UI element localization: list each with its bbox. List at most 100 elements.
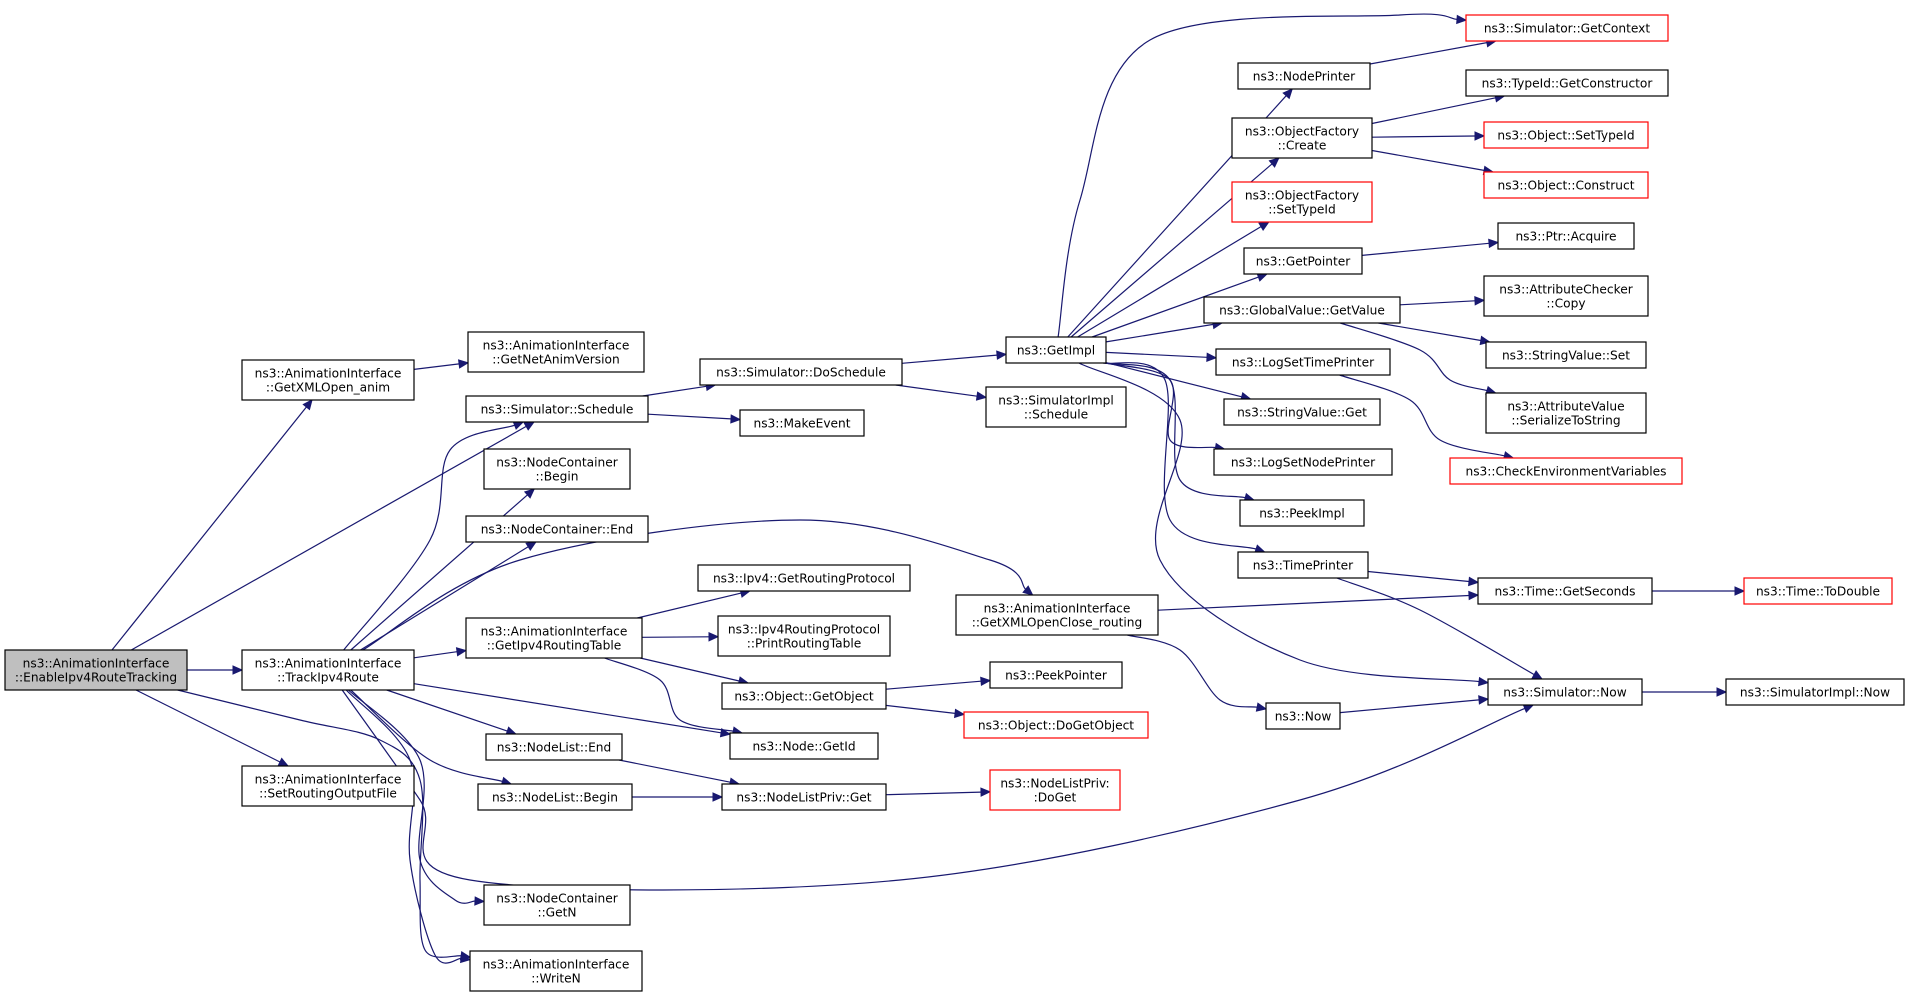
node-label: ns3::NodeList::End	[497, 741, 612, 755]
edge-line	[642, 385, 707, 397]
node-box	[477, 783, 633, 811]
node-stringvalue-get[interactable]: ns3::StringValue::Get	[1223, 398, 1381, 426]
node-nc-begin[interactable]: ns3::NodeContainer::Begin	[483, 448, 631, 490]
edge-getxmlopenclose_routing-to-time_getseconds	[1157, 590, 1480, 611]
edge-line	[901, 354, 998, 364]
arrowhead	[1282, 88, 1294, 100]
node-object-construct[interactable]: ns3::Object::Construct	[1483, 171, 1649, 199]
node-time-todouble[interactable]: ns3::Time::ToDouble	[1743, 577, 1893, 605]
node-root[interactable]: ns3::AnimationInterface::EnableIpv4Route…	[4, 649, 188, 691]
edge-line	[1336, 577, 1535, 676]
node-object-settypeid[interactable]: ns3::Object::SetTypeId	[1483, 121, 1649, 149]
node-getpointer[interactable]: ns3::GetPointer	[1243, 247, 1363, 275]
node-objectfactory-create[interactable]: ns3::ObjectFactory::Create	[1231, 117, 1373, 159]
node-ipv4-getroutingprotocol[interactable]: ns3::Ipv4::GetRoutingProtocol	[697, 564, 911, 592]
node-printroutingtable[interactable]: ns3::Ipv4RoutingProtocol::PrintRoutingTa…	[717, 615, 891, 657]
node-nl-begin[interactable]: ns3::NodeList::Begin	[477, 783, 633, 811]
node-box	[1497, 222, 1635, 250]
node-getxmlopen-anim[interactable]: ns3::AnimationInterface::GetXMLOpen_anim	[241, 359, 415, 401]
node-simimpl-schedule[interactable]: ns3::SimulatorImpl::Schedule	[985, 386, 1127, 428]
edge-line	[1340, 322, 1488, 392]
edge-line	[131, 425, 527, 651]
node-objectfactory-settypeid[interactable]: ns3::ObjectFactory::SetTypeId	[1231, 181, 1373, 223]
edge-trackipv4route-to-nc_getn	[347, 689, 486, 906]
node-box	[1725, 678, 1905, 706]
edge-nodeprinter-to-sim_getcontext	[1369, 38, 1498, 65]
edge-sim_doschedule-to-getimpl	[901, 350, 1008, 364]
node-checkenvironmentvariables[interactable]: ns3::CheckEnvironmentVariables	[1449, 457, 1683, 485]
node-box	[1477, 577, 1653, 605]
arrowhead	[525, 541, 537, 552]
node-label: ::WriteN	[531, 972, 581, 986]
node-ns3-now[interactable]: ns3::Now	[1265, 702, 1341, 730]
node-box	[465, 395, 649, 423]
node-writen[interactable]: ns3::AnimationInterface::WriteN	[469, 950, 643, 992]
node-ptr-acquire[interactable]: ns3::Ptr::Acquire	[1497, 222, 1635, 250]
node-object-getobject[interactable]: ns3::Object::GetObject	[721, 682, 887, 710]
node-box	[739, 409, 865, 437]
edge-line	[1157, 594, 1470, 611]
edge-line	[1361, 242, 1490, 256]
node-label: ::Begin	[536, 470, 579, 484]
node-box	[1743, 577, 1893, 605]
node-label: ::Schedule	[1024, 408, 1088, 422]
node-box	[1231, 117, 1373, 159]
edge-line	[1105, 323, 1214, 343]
node-timeprinter[interactable]: ns3::TimePrinter	[1237, 551, 1369, 579]
node-globalvalue-getvalue[interactable]: ns3::GlobalValue::GetValue	[1203, 296, 1401, 324]
node-nodeprinter[interactable]: ns3::NodePrinter	[1237, 62, 1371, 90]
node-label: ns3::AnimationInterface	[23, 657, 170, 671]
node-label: ::GetXMLOpenClose_routing	[972, 616, 1143, 630]
node-label: ns3::GlobalValue::GetValue	[1219, 304, 1385, 318]
node-sim-now[interactable]: ns3::Simulator::Now	[1487, 678, 1643, 706]
edge-line	[1378, 322, 1482, 342]
node-logsetnodeprinter[interactable]: ns3::LogSetNodePrinter	[1213, 448, 1393, 476]
node-nlp-get[interactable]: ns3::NodeListPriv::Get	[721, 783, 887, 811]
node-trackipv4route[interactable]: ns3::AnimationInterface::TrackIpv4Route	[241, 649, 415, 691]
node-typeid-getconstructor[interactable]: ns3::TypeId::GetConstructor	[1465, 69, 1669, 97]
node-nl-end[interactable]: ns3::NodeList::End	[485, 733, 623, 761]
node-label: ns3::AnimationInterface	[984, 602, 1131, 616]
node-label: ns3::AttributeValue	[1507, 400, 1624, 414]
edge-globalvalue_getvalue-to-stringvalue_set	[1378, 322, 1491, 346]
edge-line	[1399, 300, 1476, 306]
node-box	[721, 682, 887, 710]
node-object-dogetobject[interactable]: ns3::Object::DoGetObject	[963, 711, 1149, 739]
node-node-getid[interactable]: ns3::Node::GetId	[729, 732, 879, 760]
edge-trackipv4route-to-sim_now	[341, 689, 1535, 891]
edge-line	[604, 657, 734, 732]
node-label: ns3::Node::GetId	[752, 740, 855, 754]
node-sim-getcontext[interactable]: ns3::Simulator::GetContext	[1465, 14, 1669, 42]
node-attributechecker-copy[interactable]: ns3::AttributeChecker::Copy	[1483, 275, 1649, 317]
arrowhead	[1468, 590, 1480, 601]
node-attributevalue-serializetostring[interactable]: ns3::AttributeValue::SerializeToString	[1485, 392, 1647, 434]
node-makeevent[interactable]: ns3::MakeEvent	[739, 409, 865, 437]
edge-trackipv4route-to-writen	[345, 689, 472, 964]
node-peekimpl[interactable]: ns3::PeekImpl	[1239, 499, 1365, 527]
node-nc-end[interactable]: ns3::NodeContainer::End	[465, 515, 649, 543]
edge-line	[1105, 351, 1208, 358]
node-label: ns3::Time::ToDouble	[1756, 585, 1880, 599]
node-time-getseconds[interactable]: ns3::Time::GetSeconds	[1477, 577, 1653, 605]
arrowhead	[460, 953, 472, 964]
node-getxmlopenclose-routing[interactable]: ns3::AnimationInterface::GetXMLOpenClose…	[955, 594, 1159, 636]
node-box	[1213, 448, 1393, 476]
edge-line	[1057, 13, 1458, 338]
node-setroutingoutputfile[interactable]: ns3::AnimationInterface::SetRoutingOutpu…	[241, 765, 415, 807]
node-sim-doschedule[interactable]: ns3::Simulator::DoSchedule	[699, 358, 903, 386]
node-simimpl-now[interactable]: ns3::SimulatorImpl::Now	[1725, 678, 1905, 706]
node-box	[955, 594, 1159, 636]
node-sim-schedule[interactable]: ns3::Simulator::Schedule	[465, 395, 649, 423]
node-nlp-doget[interactable]: ns3::NodeListPriv::DoGet	[989, 769, 1121, 811]
node-logsettimeprinter[interactable]: ns3::LogSetTimePrinter	[1215, 348, 1391, 376]
edge-line	[1103, 362, 1257, 550]
node-getipv4routingtable[interactable]: ns3::AnimationInterface::GetIpv4RoutingT…	[465, 617, 643, 659]
node-peekpointer[interactable]: ns3::PeekPointer	[989, 661, 1123, 689]
call-edges	[111, 13, 1746, 964]
node-getimpl[interactable]: ns3::GetImpl	[1005, 336, 1107, 364]
node-nc-getn[interactable]: ns3::NodeContainer::GetN	[483, 884, 631, 926]
edge-object_getobject-to-peekpointer	[885, 676, 992, 690]
node-getnetanimversion[interactable]: ns3::AnimationInterface::GetNetAnimVersi…	[467, 331, 645, 373]
node-stringvalue-set[interactable]: ns3::StringValue::Set	[1485, 341, 1647, 369]
arrowhead	[512, 420, 525, 430]
